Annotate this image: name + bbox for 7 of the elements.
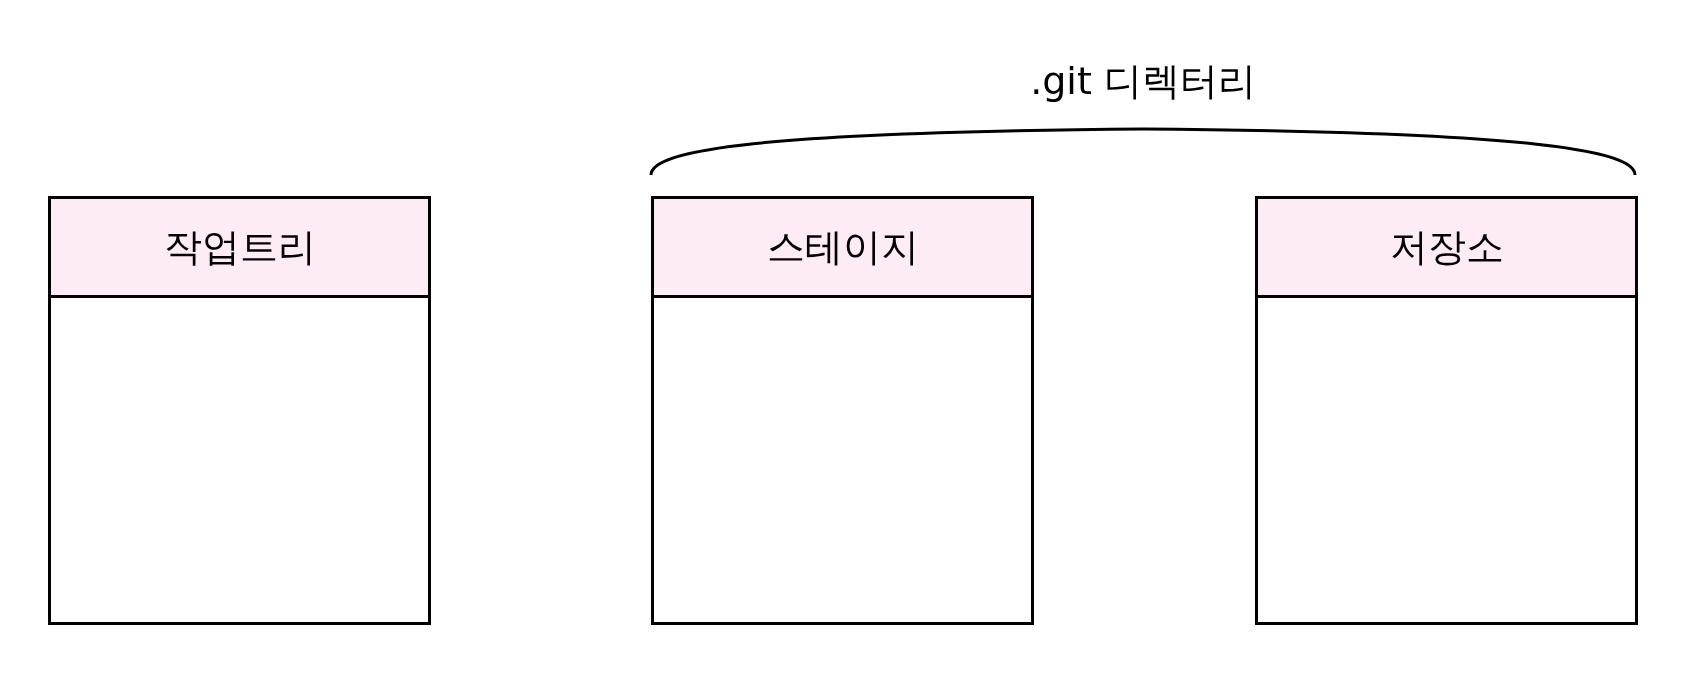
header-band: 작업트리 [51,199,428,298]
table-box [48,196,431,625]
brace-label: .git 디렉터리 [1030,58,1256,105]
table-box [1255,196,1638,625]
table-box [651,196,1034,625]
header-band: 스테이지 [654,199,1031,298]
header-band: 저장소 [1258,199,1635,298]
